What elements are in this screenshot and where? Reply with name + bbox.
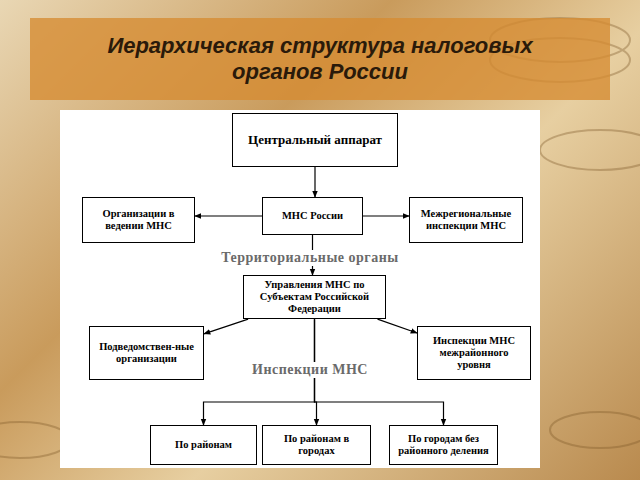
org-box: По районам [150,425,257,465]
box-label: По районам в городах [267,433,366,457]
org-box: МНС России [262,197,363,235]
org-box: Межрегиональные инспекции МНС [409,197,523,243]
box-label: Подведомствен-ные организации [94,341,199,365]
box-label: Управления МНС по Субъектам Российской Ф… [248,279,381,315]
section-label: Инспекции МНС [248,362,372,378]
org-box: По городам без районного деления [389,425,498,465]
box-label: Центральный аппарат [248,133,382,148]
org-box: Центральный аппарат [232,113,398,167]
hierarchy-arrow [363,215,409,216]
org-box: Инспекции МНС межрайонного уровня [417,326,531,380]
box-label: Инспекции МНС межрайонного уровня [422,335,526,371]
hierarchy-arrow [378,319,417,333]
section-label: Территориальные органы [217,250,402,266]
hierarchy-arrow [195,215,262,216]
box-label: Межрегиональные инспекции МНС [414,208,518,232]
org-box: Управления МНС по Субъектам Российской Ф… [243,275,386,319]
slide-title: Иерархическая структура налоговых органо… [40,22,600,96]
hierarchy-arrow [314,167,315,197]
org-box: Организации в ведении МНС [82,197,195,243]
box-label: Организации в ведении МНС [87,208,190,232]
box-label: По городам без районного деления [394,433,493,457]
box-label: МНС России [282,210,343,222]
hierarchy-arrow [204,319,248,334]
org-box: Подведомствен-ные организации [89,326,204,380]
org-box: По районам в городах [262,425,371,465]
box-label: По районам [175,439,232,451]
